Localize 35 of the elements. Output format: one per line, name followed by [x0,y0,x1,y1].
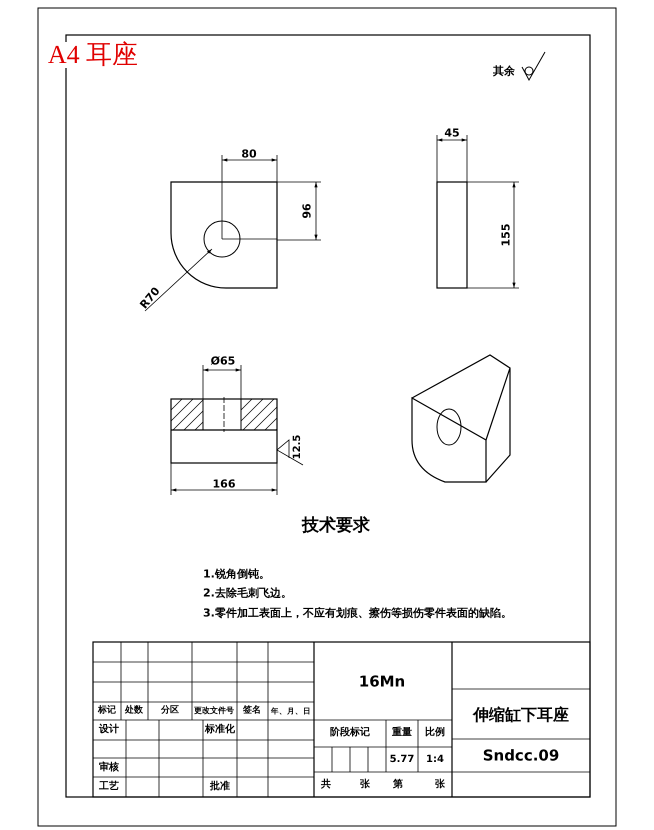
dimension-value: 155 [500,224,512,246]
title-block-label: 设计 [99,725,119,735]
sheet-title: A4 耳座 [48,42,138,68]
dimension-value: 96 [302,203,312,219]
dimension-value: 45 [444,128,460,138]
section-heading: 技术要求 [302,518,370,534]
title-block-label: 更改文件号 [194,707,234,715]
title-block-label: 张 [435,780,445,790]
requirement-note: 2.去除毛刺飞边。 [203,588,292,598]
title-block-label: 标记 [98,706,116,716]
title-block-label: 工艺 [99,782,119,792]
weight-value: 5.77 [390,755,414,765]
requirement-note: 1.锐角倒钝。 [203,568,270,580]
material-label: 16Mn [358,674,406,690]
title-block-label: 第 [393,780,403,790]
title-block-label: 共 [321,780,331,790]
title-block-label: 审核 [99,763,119,773]
dimension-value: 166 [212,478,236,490]
requirement-note: 3.零件加工表面上，不应有划痕、擦伤等损伤零件表面的缺陷。 [203,608,512,618]
dimension-value: 80 [241,148,257,160]
title-block-label: 比例 [425,728,445,738]
title-block-label: 分区 [161,706,179,716]
title-block-label: 处数 [125,706,143,716]
title-block-label: 重量 [392,728,412,738]
title-block-label: 标准化 [205,725,235,735]
scale-value: 1:4 [426,755,444,765]
part-name: 伸缩缸下耳座 [473,707,569,723]
roughness-value: 12.5 [293,434,303,460]
roughness-note: 其余 [493,66,515,76]
title-block-label: 阶段标记 [330,728,370,738]
title-block-label: 批准 [210,782,230,792]
drawing-number: Sndcc.09 [482,748,560,764]
dimension-value: Ø65 [210,356,236,366]
title-block-label: 签名 [243,706,261,716]
title-block-label: 张 [360,780,370,790]
